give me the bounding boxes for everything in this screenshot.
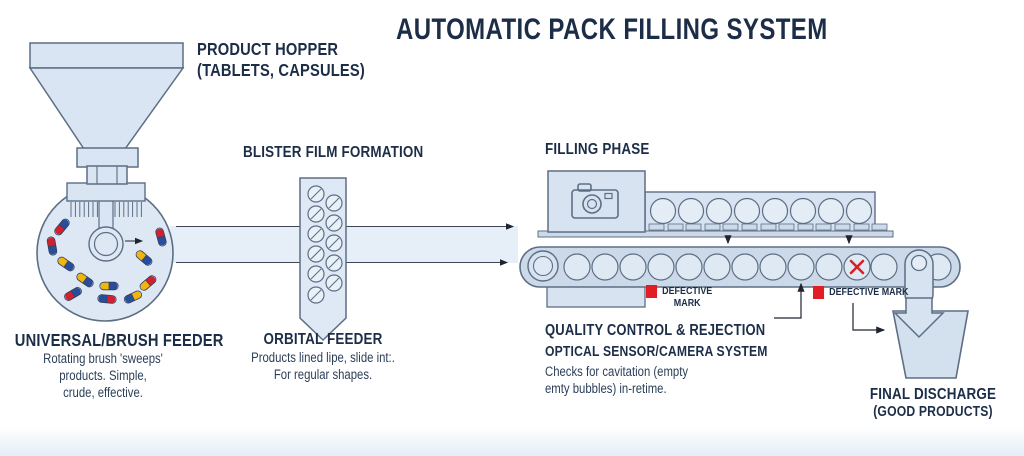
quality-desc: emty bubbles) in-retime. — [545, 381, 667, 397]
filling-title: FILLING PHASE — [545, 141, 650, 158]
discharge-arm — [893, 249, 945, 339]
discharge-subtitle: (GOOD PRODUCTS) — [873, 404, 993, 421]
defective-mark-swatch — [646, 285, 658, 298]
hopper-title: PRODUCT HOPPER — [197, 39, 339, 59]
defective-mark-swatch — [813, 286, 825, 299]
universal-feeder-desc: products. Simple, — [59, 368, 147, 384]
filling-rail — [537, 230, 894, 238]
brush-feeder-wheel — [36, 167, 174, 322]
reject-x-icon — [849, 259, 865, 275]
discharge-title: FINAL DISCHARGE — [869, 386, 997, 403]
defective-mark-text: MARK — [673, 297, 701, 309]
defective-mark-text: DEFECTIVE — [662, 285, 713, 297]
universal-feeder-title: UNIVERSAL/BRUSH FEEDER — [14, 330, 224, 350]
belt-pockets — [563, 253, 952, 281]
universal-feeder-desc: crude, effective. — [63, 385, 143, 401]
orbital-feeder-label: ORBITAL FEEDER Products lined lipe, slid… — [234, 331, 412, 383]
orbital-feeder-title: ORBITAL FEEDER — [263, 331, 383, 348]
defective-mark-label-1: DEFECTIVE MARK — [646, 285, 712, 309]
hopper-subtitle: (TABLETS, CAPSULES) — [197, 60, 365, 80]
conveyor-belt — [519, 246, 961, 308]
bottom-wash — [0, 428, 1024, 456]
defective-mark-label-2: DEFECTIVE MARK — [813, 286, 908, 299]
discharge-arrow-icon — [893, 297, 945, 339]
universal-feeder-label: UNIVERSAL/BRUSH FEEDER Rotating brush 's… — [14, 330, 224, 401]
discharge-label: FINAL DISCHARGE (GOOD PRODUCTS) — [865, 386, 1001, 421]
quality-title: QUALITY CONTROL & REJECTION — [545, 322, 766, 339]
blister-title: BLISTER FILM FORMATION — [243, 144, 424, 161]
product-hopper — [28, 42, 185, 185]
band-slots — [648, 223, 888, 231]
blister-strip — [299, 177, 347, 342]
leader-lines — [774, 282, 886, 334]
defective-mark-text: DEFECTIVE MARK — [829, 286, 909, 298]
page-title: AUTOMATIC PACK FILLING SYSTEM — [396, 13, 828, 46]
filling-band-cavities — [649, 197, 873, 225]
quality-subtitle: OPTICAL SENSOR/CAMERA SYSTEM — [545, 343, 768, 360]
quality-label: QUALITY CONTROL & REJECTION OPTICAL SENS… — [545, 322, 768, 397]
hopper-label: PRODUCT HOPPER (TABLETS, CAPSULES) — [197, 39, 365, 81]
quality-desc: Checks for cavitation (empty — [545, 364, 689, 380]
orbital-feeder-desc: For regular shapes. — [273, 367, 373, 383]
camera-box — [547, 170, 646, 233]
orbital-feeder-desc: Products lined lipe, slide int:. — [251, 350, 395, 366]
filling-station — [537, 170, 894, 245]
universal-feeder-desc: Rotating brush 'sweeps' — [43, 351, 163, 367]
camera-icon — [571, 183, 619, 219]
